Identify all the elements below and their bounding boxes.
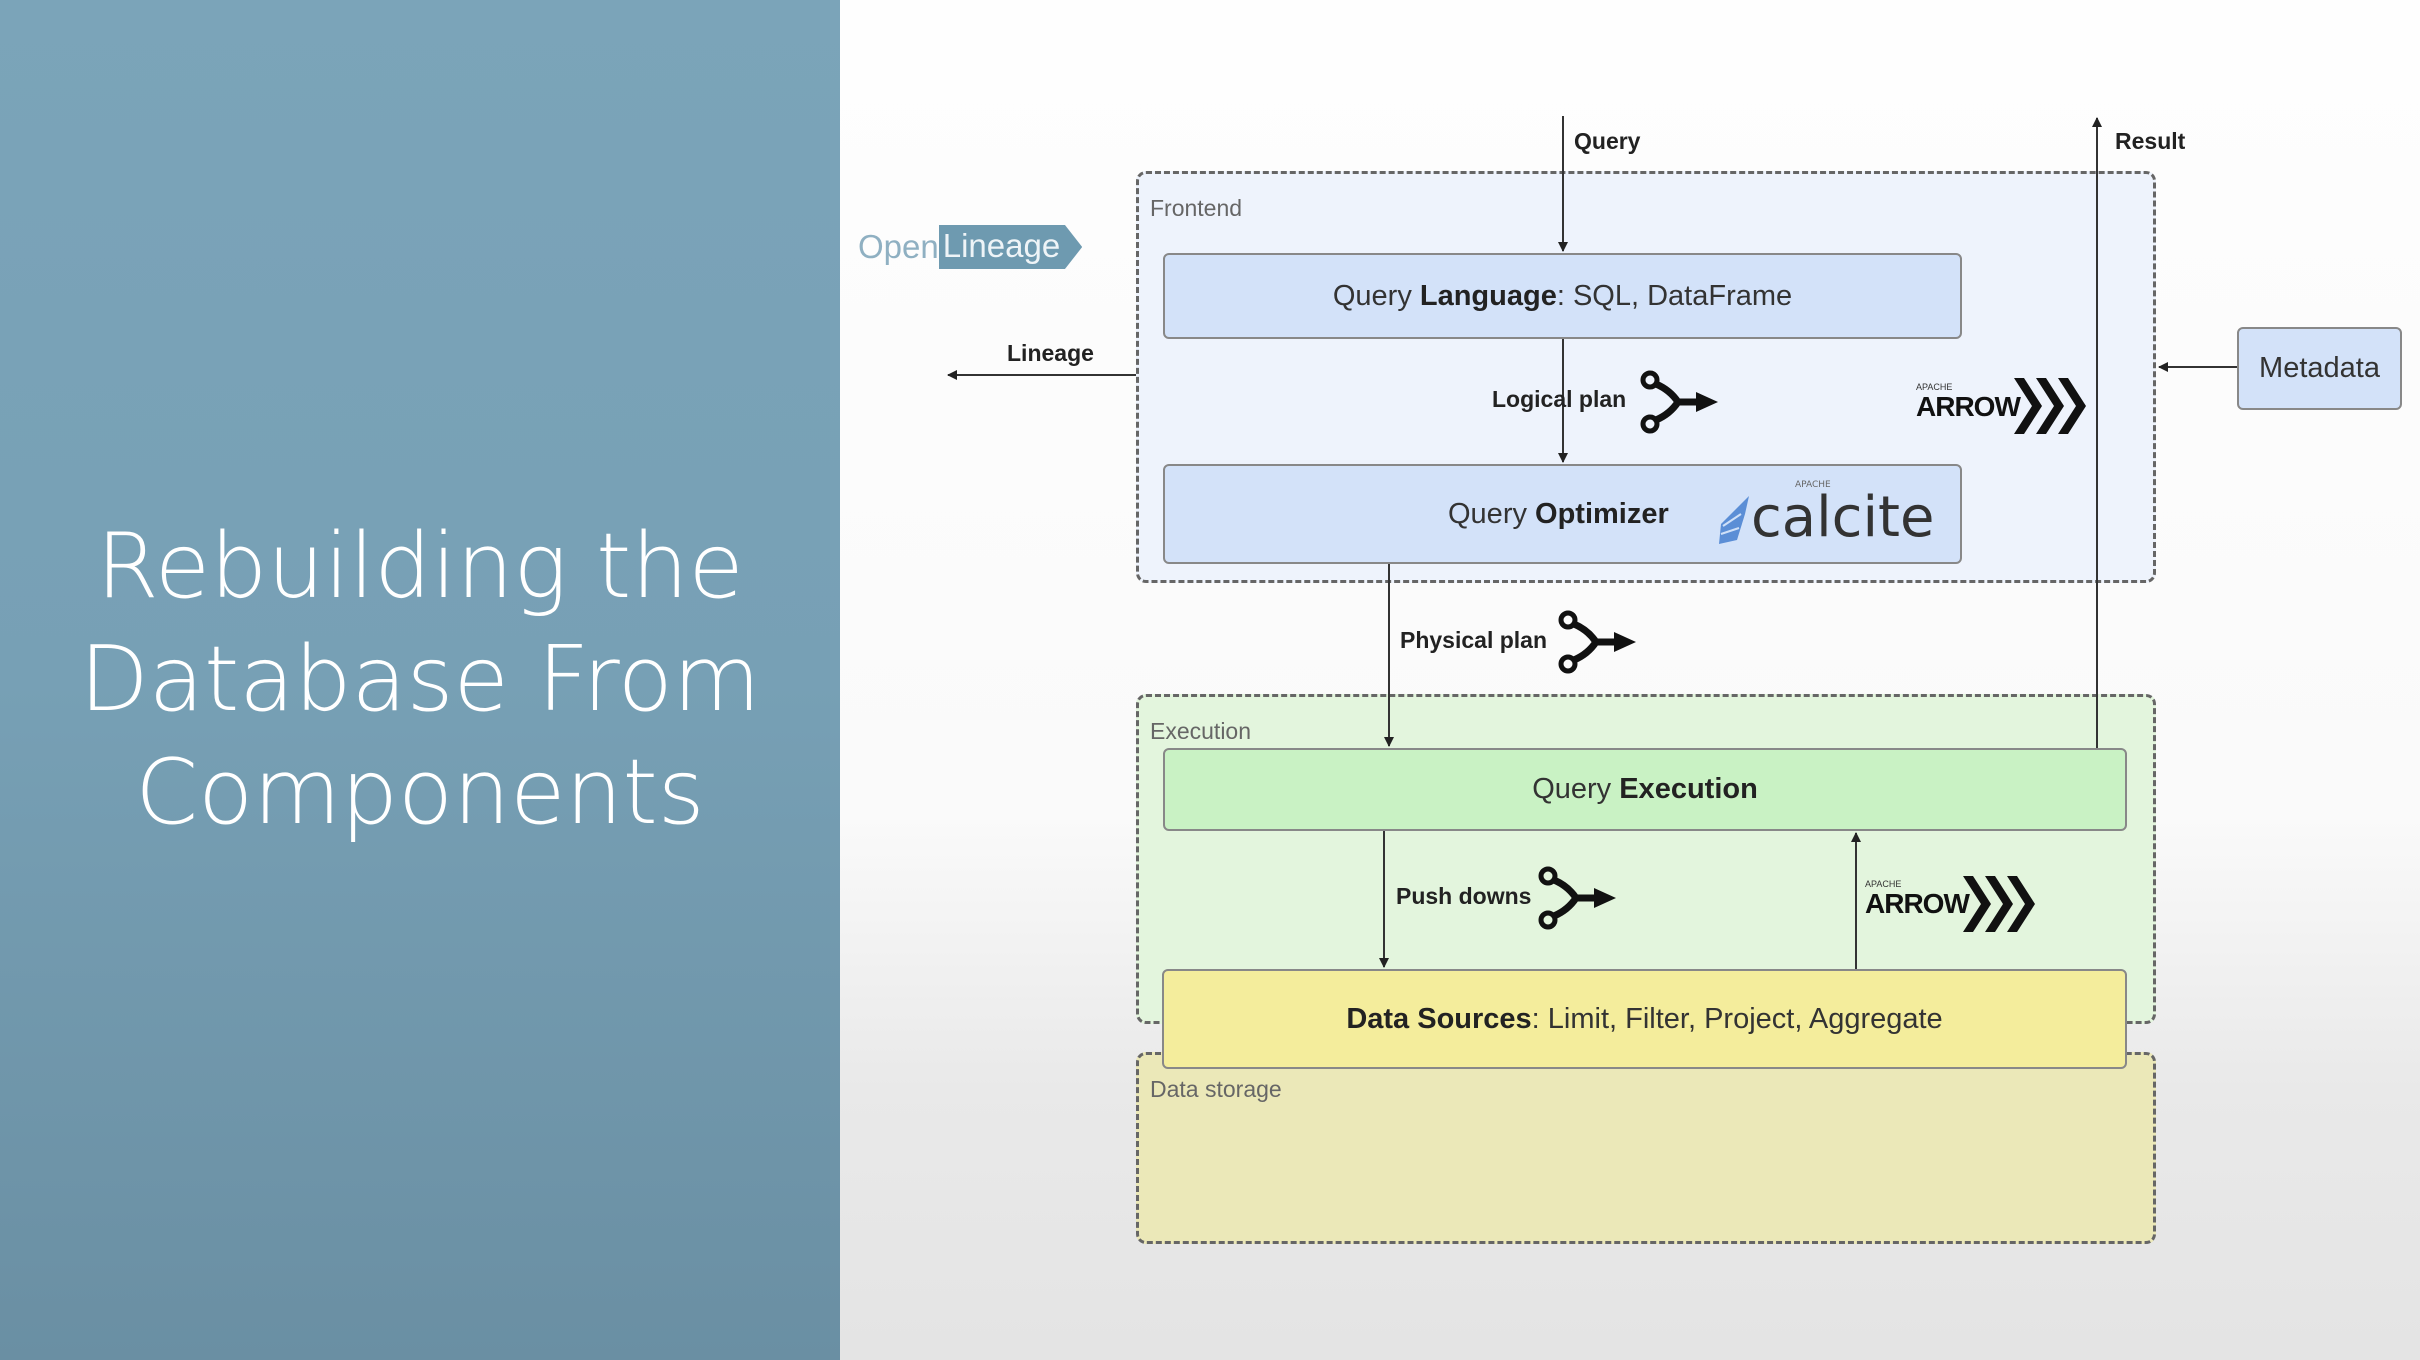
title-line: Rebuilding the	[96, 514, 744, 619]
physical-plan-label: Physical plan	[1400, 627, 1548, 653]
query-optimizer-box: Query Optimizer APACHE calcite	[1163, 464, 1962, 564]
calcite-logo: APACHE calcite	[1715, 480, 1934, 546]
result-label: Result	[2115, 128, 2186, 154]
box-text: Query Optimizer	[1448, 498, 1669, 531]
title-line: Database From	[79, 627, 761, 732]
title-panel: Rebuilding the Database From Components	[0, 0, 840, 1360]
slide-title: Rebuilding the Database From Components	[0, 510, 840, 849]
apache-arrow-logo: APACHE ARROW	[1916, 382, 2021, 422]
calcite-wordmark: APACHE calcite	[1751, 480, 1934, 546]
execution-label: Execution	[1150, 718, 1252, 744]
box-text: : Limit, Filter, Project, Aggregate	[1531, 1002, 1943, 1035]
calcite-feather-icon	[1719, 496, 1749, 544]
apache-arrow-logo: APACHE ARROW	[1865, 879, 1970, 919]
arrow-name: ARROW	[1865, 888, 1970, 919]
arrow-chevrons-icon	[2014, 378, 2086, 434]
merge-icon	[1538, 866, 1616, 930]
calcite-apache-text: APACHE	[1795, 480, 1831, 490]
box-text-prefix: Query	[1448, 497, 1536, 530]
openlineage-lineage-text: Lineage	[938, 225, 1083, 269]
calcite-name: calcite	[1751, 485, 1935, 550]
box-text-bold: Execution	[1619, 773, 1758, 805]
arrow-chevrons-icon	[1963, 876, 2035, 932]
box-text: Query	[1532, 773, 1620, 805]
openlineage-open-text: Open	[858, 228, 939, 265]
arrow-apache-text: APACHE	[1916, 382, 1953, 392]
data-sources-box: Data Sources: Limit, Filter, Project, Ag…	[1162, 969, 2127, 1069]
arrow-name: ARROW	[1916, 391, 2021, 422]
title-line: Components	[135, 740, 705, 845]
query-label: Query	[1574, 128, 1641, 154]
query-language-box: Query Language: SQL, DataFrame	[1163, 253, 1962, 339]
merge-icon	[1640, 370, 1718, 434]
box-text-bold: Language	[1419, 279, 1557, 312]
metadata-box: Metadata	[2237, 327, 2402, 410]
query-execution-box: Query Execution	[1163, 748, 2127, 831]
frontend-label: Frontend	[1150, 195, 1243, 221]
storage-label: Data storage	[1150, 1076, 1282, 1102]
arrow-apache-text: APACHE	[1865, 879, 1902, 889]
box-text: : SQL, DataFrame	[1556, 279, 1793, 312]
box-text-bold: Data Sources	[1346, 1002, 1532, 1035]
lineage-label: Lineage	[1007, 340, 1094, 366]
merge-icon	[1558, 610, 1636, 674]
storage-group	[1136, 1052, 2156, 1244]
push-downs-label: Push downs	[1396, 883, 1532, 909]
box-text: Query	[1332, 279, 1420, 312]
box-text-bold: Optimizer	[1535, 497, 1669, 530]
openlineage-logo: Open Lineage	[858, 224, 1083, 270]
logical-plan-label: Logical plan	[1492, 386, 1627, 412]
